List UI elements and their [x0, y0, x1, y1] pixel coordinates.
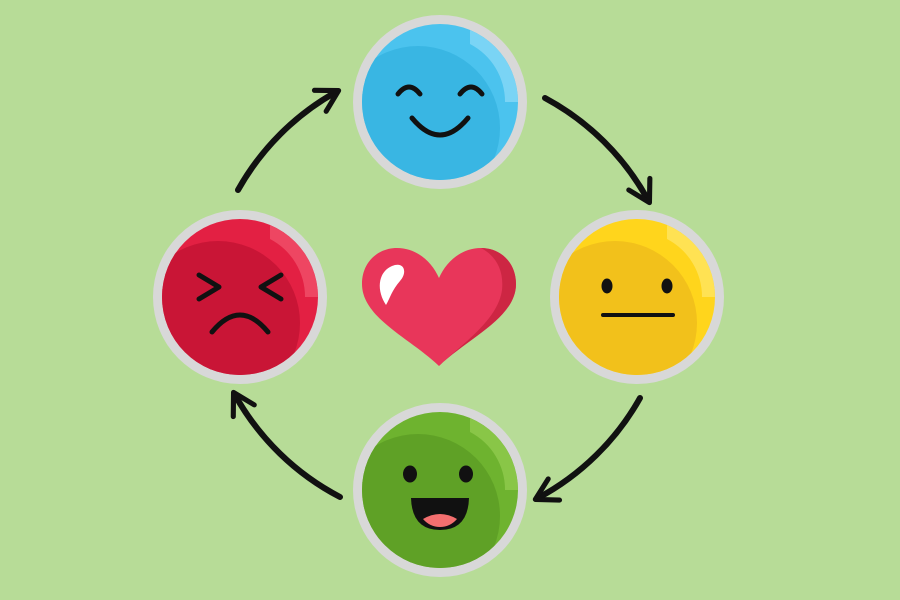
right-eye — [457, 84, 485, 97]
mouth — [209, 312, 271, 335]
left-eye — [395, 84, 423, 97]
angry-face-icon — [153, 210, 327, 384]
arrow-laughing-to-angry — [230, 389, 343, 500]
arrow-angry-to-happy — [235, 87, 342, 193]
heart-icon — [362, 248, 516, 366]
left-eye — [601, 278, 613, 294]
right-eye — [258, 272, 284, 302]
right-eye — [459, 465, 473, 483]
mouth — [409, 115, 471, 138]
left-eye — [196, 272, 222, 302]
arrow-happy-to-neutral — [542, 95, 653, 206]
left-eye — [403, 465, 417, 483]
arrow-neutral-to-laughing — [532, 395, 643, 503]
cycle-arrows — [230, 87, 653, 503]
tongue — [423, 514, 457, 527]
right-eye — [661, 278, 673, 294]
